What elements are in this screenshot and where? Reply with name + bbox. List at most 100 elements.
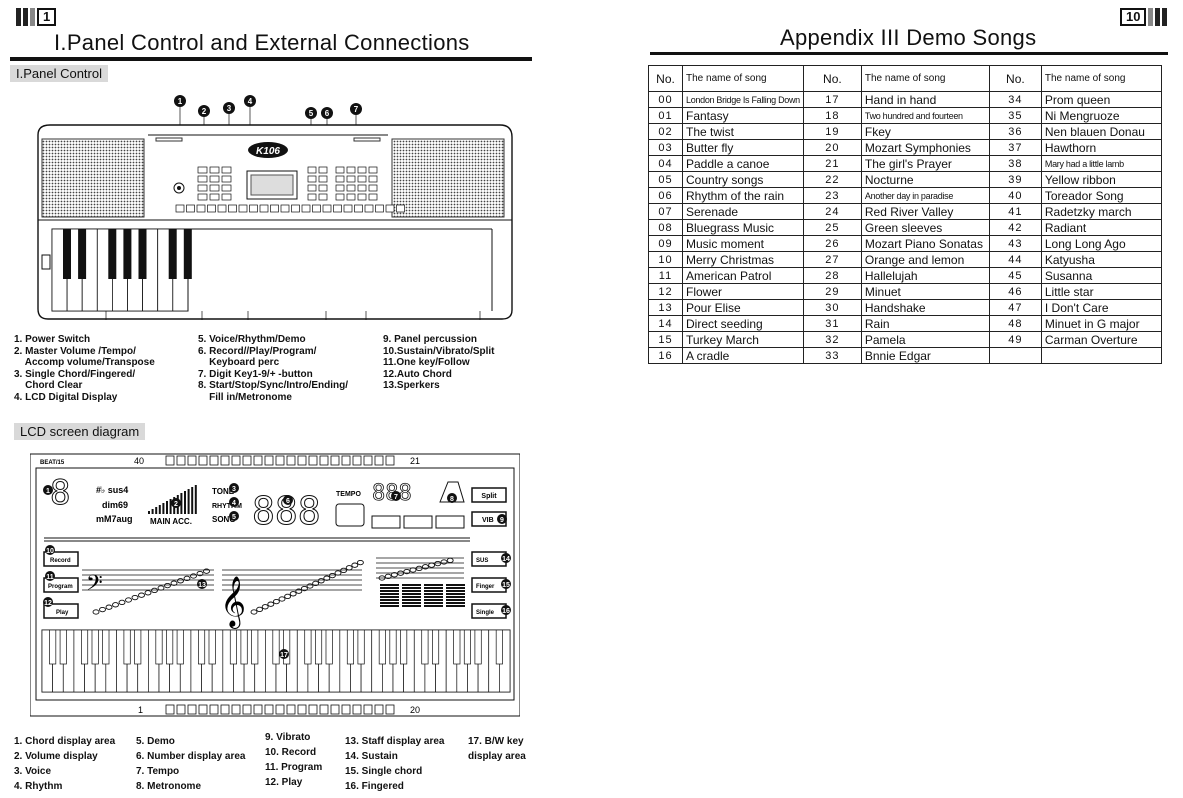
song-name: American Patrol (682, 267, 804, 284)
black-key (183, 229, 192, 279)
song-number: 00 (648, 91, 683, 108)
lcd-callout-3: 3 (229, 483, 239, 493)
song-number: 23 (802, 187, 862, 204)
song-name: Rain (860, 315, 990, 332)
song-name: The twist (682, 123, 804, 140)
song-name: Hand in hand (860, 91, 990, 108)
legend-line: 9. Panel percussion (383, 334, 477, 345)
lcd-callout-4: 4 (229, 497, 239, 507)
panel-button (280, 204, 290, 213)
lcd-callout-2: 2 (171, 498, 181, 508)
lcd-legend-line: 2. Volume display (14, 751, 98, 762)
black-key (168, 229, 177, 279)
song-number: 47 (988, 299, 1042, 316)
song-number: 18 (802, 107, 862, 124)
song-number: 31 (802, 315, 862, 332)
lcd-callout-number: 5 (232, 514, 236, 521)
lcd-split: Split (481, 493, 497, 500)
lcd-top-num-left: 40 (134, 456, 144, 466)
page-number: 1 (37, 8, 57, 26)
black-key (108, 229, 117, 279)
lcd-callout-number: 1 (46, 488, 50, 495)
lcd-legend-line: 5. Demo (136, 736, 175, 747)
lcd-sus: SUS (476, 558, 488, 564)
song-number: 16 (648, 347, 683, 364)
table-header-cell: No. (648, 65, 683, 92)
lcd-legend-line: 7. Tempo (136, 766, 180, 777)
lcd-callout-number: 10 (46, 548, 54, 555)
panel-button (209, 184, 220, 192)
song-number: 35 (988, 107, 1042, 124)
lcd-callout-number: 17 (280, 652, 288, 659)
lcd-legend-line: 11. Program (265, 762, 323, 773)
panel-button (175, 204, 185, 213)
lcd-tempo: TEMPO (336, 491, 361, 498)
panel-button (346, 184, 356, 192)
callout-number: 1 (178, 97, 183, 106)
legend-line: Keyboard perc (198, 357, 280, 368)
song-number: 30 (802, 299, 862, 316)
black-key (138, 229, 147, 279)
callout-number: 3 (227, 104, 232, 113)
legend-line: 11.One key/Follow (383, 357, 470, 368)
svg-text:𝄢: 𝄢 (86, 570, 103, 600)
callout-number: 2 (202, 107, 207, 116)
song-number: 33 (802, 347, 862, 364)
song-name: Green sleeves (860, 219, 990, 236)
legend-line: 8. Start/Stop/Sync/Intro/Ending/ (198, 380, 349, 391)
lcd-vib: VIB (482, 517, 494, 524)
song-name: Bluegrass Music (682, 219, 804, 236)
lcd-dim: dim69 (102, 500, 128, 510)
legend-line: 1. Power Switch (14, 334, 91, 345)
lcd-legend-line: 4. Rhythm (14, 781, 63, 792)
song-number: 14 (648, 315, 683, 332)
song-name: A cradle (682, 347, 804, 364)
lcd-legend-line: 13. Staff display area (345, 736, 445, 747)
song-number: 32 (802, 331, 862, 348)
panel-button (307, 193, 317, 201)
song-name: Mary had a little lamb (1040, 155, 1162, 172)
panel-button (346, 193, 356, 201)
panel-button (335, 175, 345, 183)
panel-button (312, 204, 321, 213)
lcd-callout-number: 11 (46, 574, 54, 581)
panel-button (318, 193, 328, 201)
page-number-badge: 1 (16, 8, 57, 26)
song-number: 37 (988, 139, 1042, 156)
song-number: 25 (802, 219, 862, 236)
song-name: Orange and lemon (860, 251, 990, 268)
song-name: Bnnie Edgar (860, 347, 990, 364)
panel-button (221, 166, 232, 174)
song-name: Country songs (682, 171, 804, 188)
lcd-callout-7: 7 (391, 491, 401, 501)
song-name: Hallelujah (860, 267, 990, 284)
lcd-callout-number: 3 (232, 486, 236, 493)
song-number: 05 (648, 171, 683, 188)
song-name: Minuet (860, 283, 990, 300)
model-badge: K106 (256, 146, 280, 157)
song-number: 39 (988, 171, 1042, 188)
legend-line: 5. Voice/Rhythm/Demo (198, 334, 306, 345)
lcd-callout-number: 13 (198, 582, 206, 589)
panel-button (357, 175, 367, 183)
legend-line: Accomp volume/Transpose (14, 357, 155, 368)
panel-button (249, 204, 258, 213)
panel-button (357, 184, 367, 192)
song-number: 08 (648, 219, 683, 236)
lcd-play: Play (56, 610, 69, 616)
lcd-sus4: #♭ sus4 (96, 485, 128, 495)
panel-button (221, 175, 232, 183)
song-number: 38 (988, 155, 1042, 172)
lcd-callout-8: 8 (447, 493, 457, 503)
song-name: Direct seeding (682, 315, 804, 332)
song-name: Serenade (682, 203, 804, 220)
lcd-legend-line: 12. Play (265, 777, 303, 788)
song-number: 48 (988, 315, 1042, 332)
lcd-callout-14: 14 (501, 553, 511, 563)
song-number: 06 (648, 187, 683, 204)
song-number: 45 (988, 267, 1042, 284)
